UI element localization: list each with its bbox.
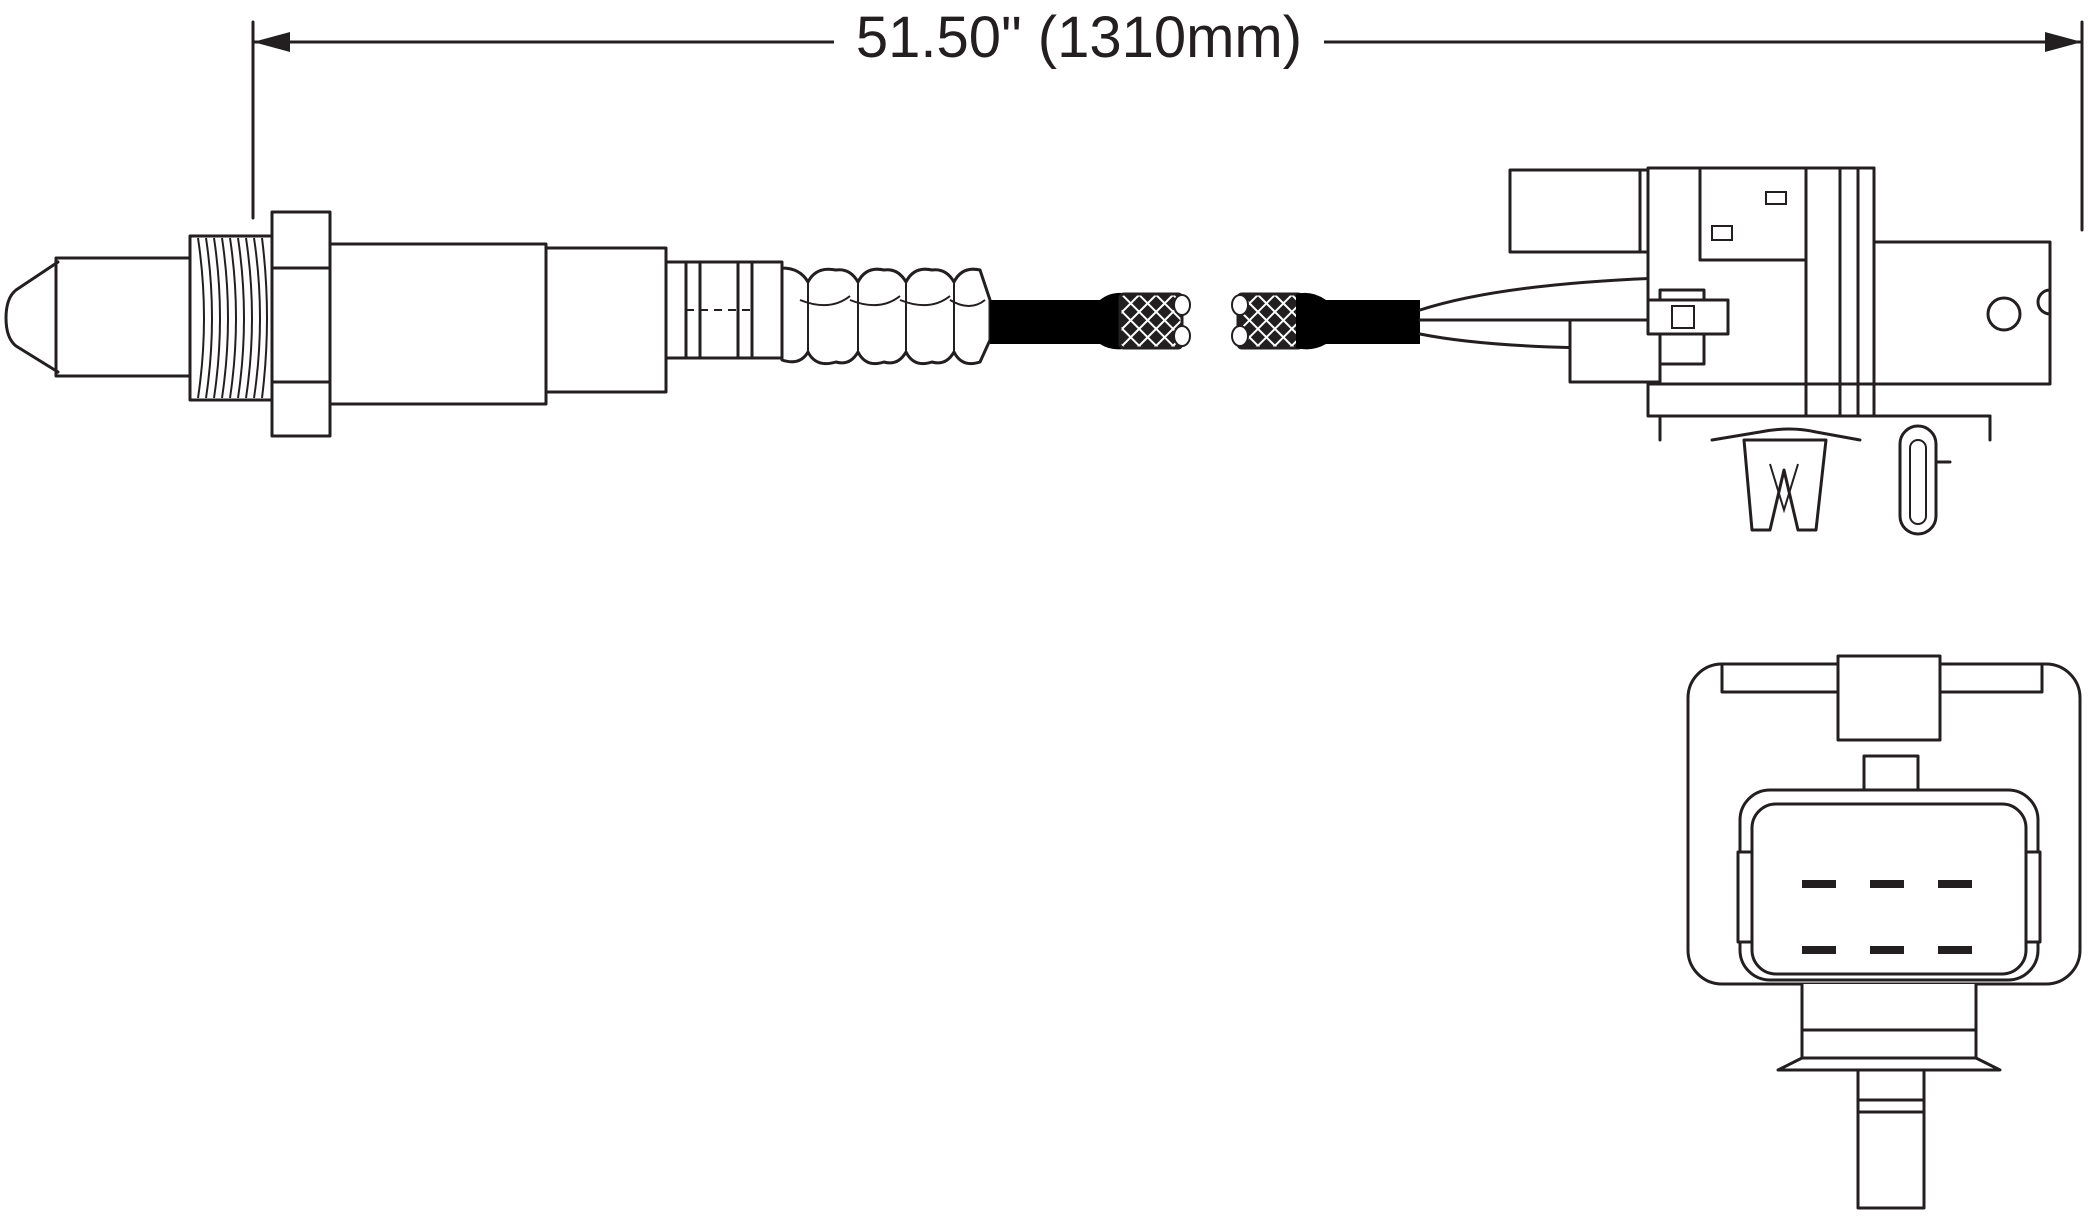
sensor-thread	[188, 234, 274, 402]
sensor-tip	[4, 256, 192, 378]
connector-front-view	[1686, 654, 2082, 1210]
sensor-body	[328, 242, 784, 406]
arrowhead-right-icon	[2045, 32, 2082, 52]
connector-side-view	[1508, 166, 2052, 536]
pin-row-bottom	[1802, 946, 1972, 954]
arrowhead-left-icon	[253, 32, 290, 52]
rubber-boot	[780, 266, 992, 366]
hex-nut	[270, 210, 332, 438]
cable-left	[990, 292, 1191, 350]
cable-right	[1231, 292, 1420, 350]
pin-row-top	[1802, 880, 1972, 888]
